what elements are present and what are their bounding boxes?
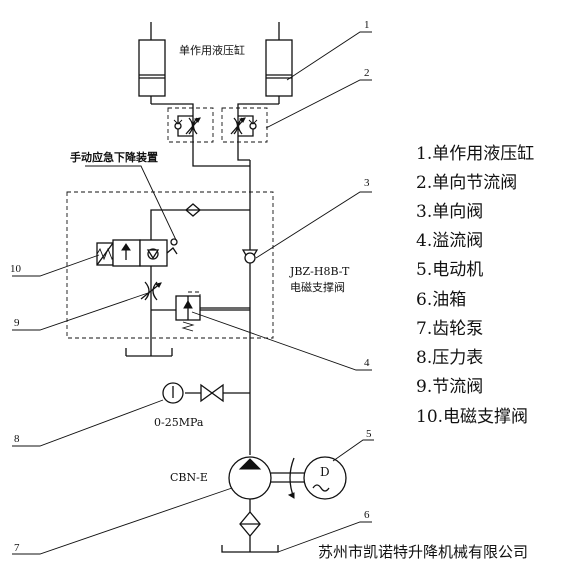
gauge-range-label: 0-25MPa: [154, 416, 204, 429]
cylinder-right: [265, 22, 293, 104]
pump-model-label: CBN-E: [170, 471, 208, 484]
manual-lowering-label: 手动应急下降装置: [70, 150, 158, 164]
legend-item-10: 10.电磁支撑阀: [416, 407, 528, 427]
callout-2: 2: [364, 67, 370, 79]
callout-8: 8: [14, 433, 20, 445]
check-valve: [241, 249, 259, 264]
legend: 1.单作用液压缸 2.单向节流阀 3.单向阀 4.溢流阀 5.电动机 6.油箱 …: [416, 143, 534, 427]
gear-pump: [228, 456, 272, 512]
legend-item-2: 2.单向节流阀: [416, 173, 517, 193]
valve-name-label: 电磁支撑阀: [290, 280, 345, 294]
legend-item-5: 5.电动机: [416, 260, 483, 280]
callout-7: 7: [14, 542, 20, 554]
callout-4: 4: [364, 357, 370, 369]
legend-item-9: 9.节流阀: [416, 377, 483, 397]
manual-lowering-leader: [85, 165, 177, 241]
callout-3: 3: [364, 177, 370, 189]
legend-item-4: 4.溢流阀: [416, 231, 483, 251]
legend-item-6: 6.油箱: [416, 290, 466, 310]
legend-item-7: 7.齿轮泵: [416, 319, 483, 339]
legend-item-1: 1.单作用液压缸: [416, 143, 534, 164]
suction-filter-tank: [221, 510, 279, 553]
check-throttle-valve-left: [167, 107, 214, 143]
check-throttle-valve-right: [221, 107, 268, 143]
motor-assembly: [271, 456, 347, 500]
callout-10: 10: [10, 263, 22, 275]
callout-1: 1: [364, 19, 370, 31]
valve-model-label: JBZ-H8B-T: [289, 265, 350, 278]
callout-6: 6: [364, 509, 370, 521]
company-name: 苏州市凯诺特升降机械有限公司: [318, 543, 528, 561]
relief-valve: [175, 291, 250, 332]
upper-piping: [151, 103, 279, 167]
legend-item-3: 3.单向阀: [416, 202, 483, 222]
legend-item-8: 8.压力表: [416, 348, 483, 368]
callout-5: 5: [366, 428, 372, 440]
callout-9: 9: [14, 317, 20, 329]
block-filter-line: [150, 203, 250, 240]
cylinder-label: 单作用液压缸: [179, 43, 245, 57]
solenoid-support-valve: [96, 238, 178, 267]
cylinder-left: [138, 22, 166, 104]
valve-block-boundary: [66, 191, 274, 339]
motor-symbol-label: D: [320, 465, 330, 479]
throttle-valve: [140, 281, 162, 301]
pressure-gauge-assembly: [162, 382, 250, 404]
callout-leaders: [12, 31, 374, 555]
